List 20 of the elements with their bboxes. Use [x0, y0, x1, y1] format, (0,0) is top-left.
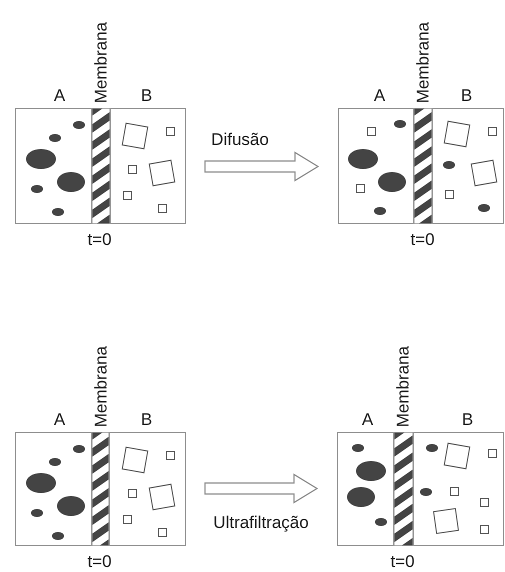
- compartment-label: A: [362, 411, 374, 428]
- edge-label: Difusão: [211, 131, 269, 148]
- time-label: t=0: [390, 553, 415, 570]
- time-label: t=0: [87, 231, 112, 248]
- arrow: [204, 151, 320, 182]
- membrane-label: Membrana: [92, 346, 109, 427]
- compartment-label: B: [460, 87, 472, 104]
- compartment-label: B: [140, 411, 152, 428]
- membrane-label: Membrana: [414, 22, 431, 103]
- compartment-label: A: [54, 411, 66, 428]
- membrane-label: Membrana: [394, 346, 411, 427]
- time-label: t=0: [87, 553, 112, 570]
- compartment-label: B: [140, 87, 152, 104]
- compartment-label: A: [374, 87, 386, 104]
- arrow: [204, 473, 318, 504]
- membrane-label: Membrana: [92, 22, 109, 103]
- compartment-label: B: [462, 411, 474, 428]
- compartment-label: A: [54, 87, 66, 104]
- time-label: t=0: [410, 231, 435, 248]
- edge-label: Ultrafiltração: [213, 514, 309, 531]
